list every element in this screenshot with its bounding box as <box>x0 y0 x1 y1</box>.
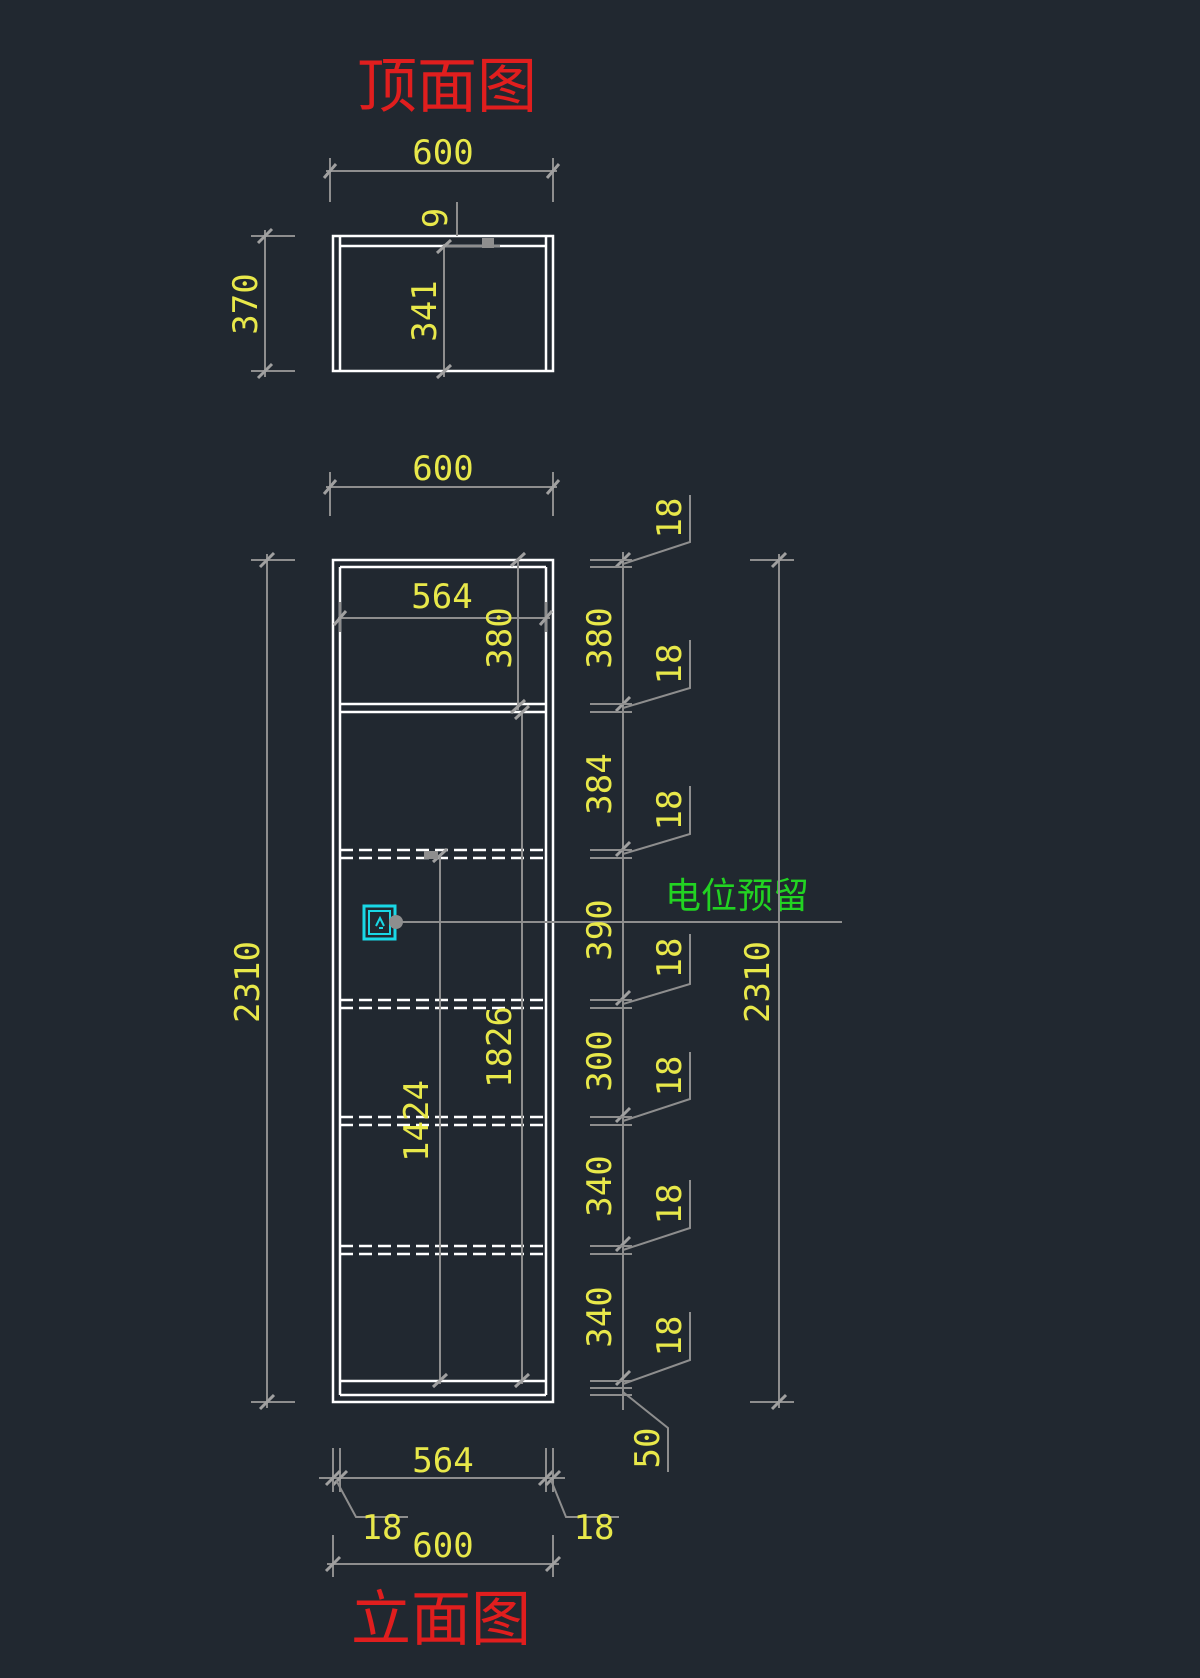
total-height-right-label: 2310 <box>738 941 778 1023</box>
top-view-panel-dimension: 9 <box>416 202 500 248</box>
compartment-chain-line <box>590 495 691 1472</box>
board-thickness-1: 18 <box>650 644 690 685</box>
top-view-depth-label: 370 <box>226 273 266 334</box>
compartment-height-3: 390 <box>580 899 620 960</box>
bottom-side-left-label: 18 <box>362 1508 403 1548</box>
compartment-height-6: 340 <box>580 1286 620 1347</box>
bottom-side-dimensions: 18 18 <box>324 1448 619 1548</box>
elevation-title: 立面图 <box>351 1585 531 1655</box>
top-view-inner-depth-label: 341 <box>405 280 445 341</box>
board-thickness-6: 18 <box>650 1316 690 1357</box>
elevation-inner-width-label: 564 <box>411 577 472 617</box>
adjustable-shelves <box>340 848 546 1256</box>
bottom-inner-width-label: 564 <box>412 1441 473 1481</box>
inner-height-1424-label: 1424 <box>397 1080 437 1162</box>
total-height-left-label: 2310 <box>228 941 268 1023</box>
board-thickness-2: 18 <box>650 790 690 831</box>
elevation-inner-width-dimension: 564 <box>332 577 554 632</box>
bottom-width-dimension: 600 <box>324 1526 562 1577</box>
power-outlet-icon <box>362 904 403 941</box>
inner-upper-gap-dimension: 380 <box>480 551 527 715</box>
bottom-width-label: 600 <box>412 1526 473 1566</box>
bottom-inner-width-dimension: 564 <box>319 1441 565 1492</box>
board-thickness-5: 18 <box>650 1184 690 1225</box>
top-board-thickness: 18 <box>650 498 690 539</box>
compartment-height-5: 340 <box>580 1155 620 1216</box>
cabinet-elevation-outline <box>331 558 555 1404</box>
elevation-top-width-label: 600 <box>412 449 473 489</box>
top-view-panel-label: 9 <box>416 208 456 228</box>
top-view-title: 顶面图 <box>357 52 537 122</box>
compartment-height-2: 384 <box>580 753 620 814</box>
compartment-height-1: 380 <box>580 607 620 668</box>
total-height-left-dimension: 2310 <box>228 551 295 1411</box>
inner-upper-gap-label: 380 <box>480 607 520 668</box>
compartment-height-4: 300 <box>580 1030 620 1091</box>
outlet-note: 电位预留 <box>665 876 809 917</box>
base-height-label: 50 <box>628 1428 668 1469</box>
top-view-width-label: 600 <box>412 133 473 173</box>
board-thickness-3: 18 <box>650 938 690 979</box>
elevation-top-width-dimension: 600 <box>322 449 561 516</box>
board-thickness-4: 18 <box>650 1056 690 1097</box>
top-view-depth-dimension: 370 <box>226 227 295 380</box>
inner-height-1826-label: 1826 <box>480 1006 520 1088</box>
top-view-width-dimension: 600 <box>322 133 561 202</box>
inner-height-1826-dimension: 1826 <box>480 704 531 1389</box>
top-view-inner-depth-dimension: 341 <box>405 238 453 380</box>
bottom-side-right-label: 18 <box>574 1508 615 1548</box>
inner-height-1424-dimension: 1424 <box>397 847 449 1389</box>
total-height-right-dimension: 2310 <box>738 551 794 1411</box>
